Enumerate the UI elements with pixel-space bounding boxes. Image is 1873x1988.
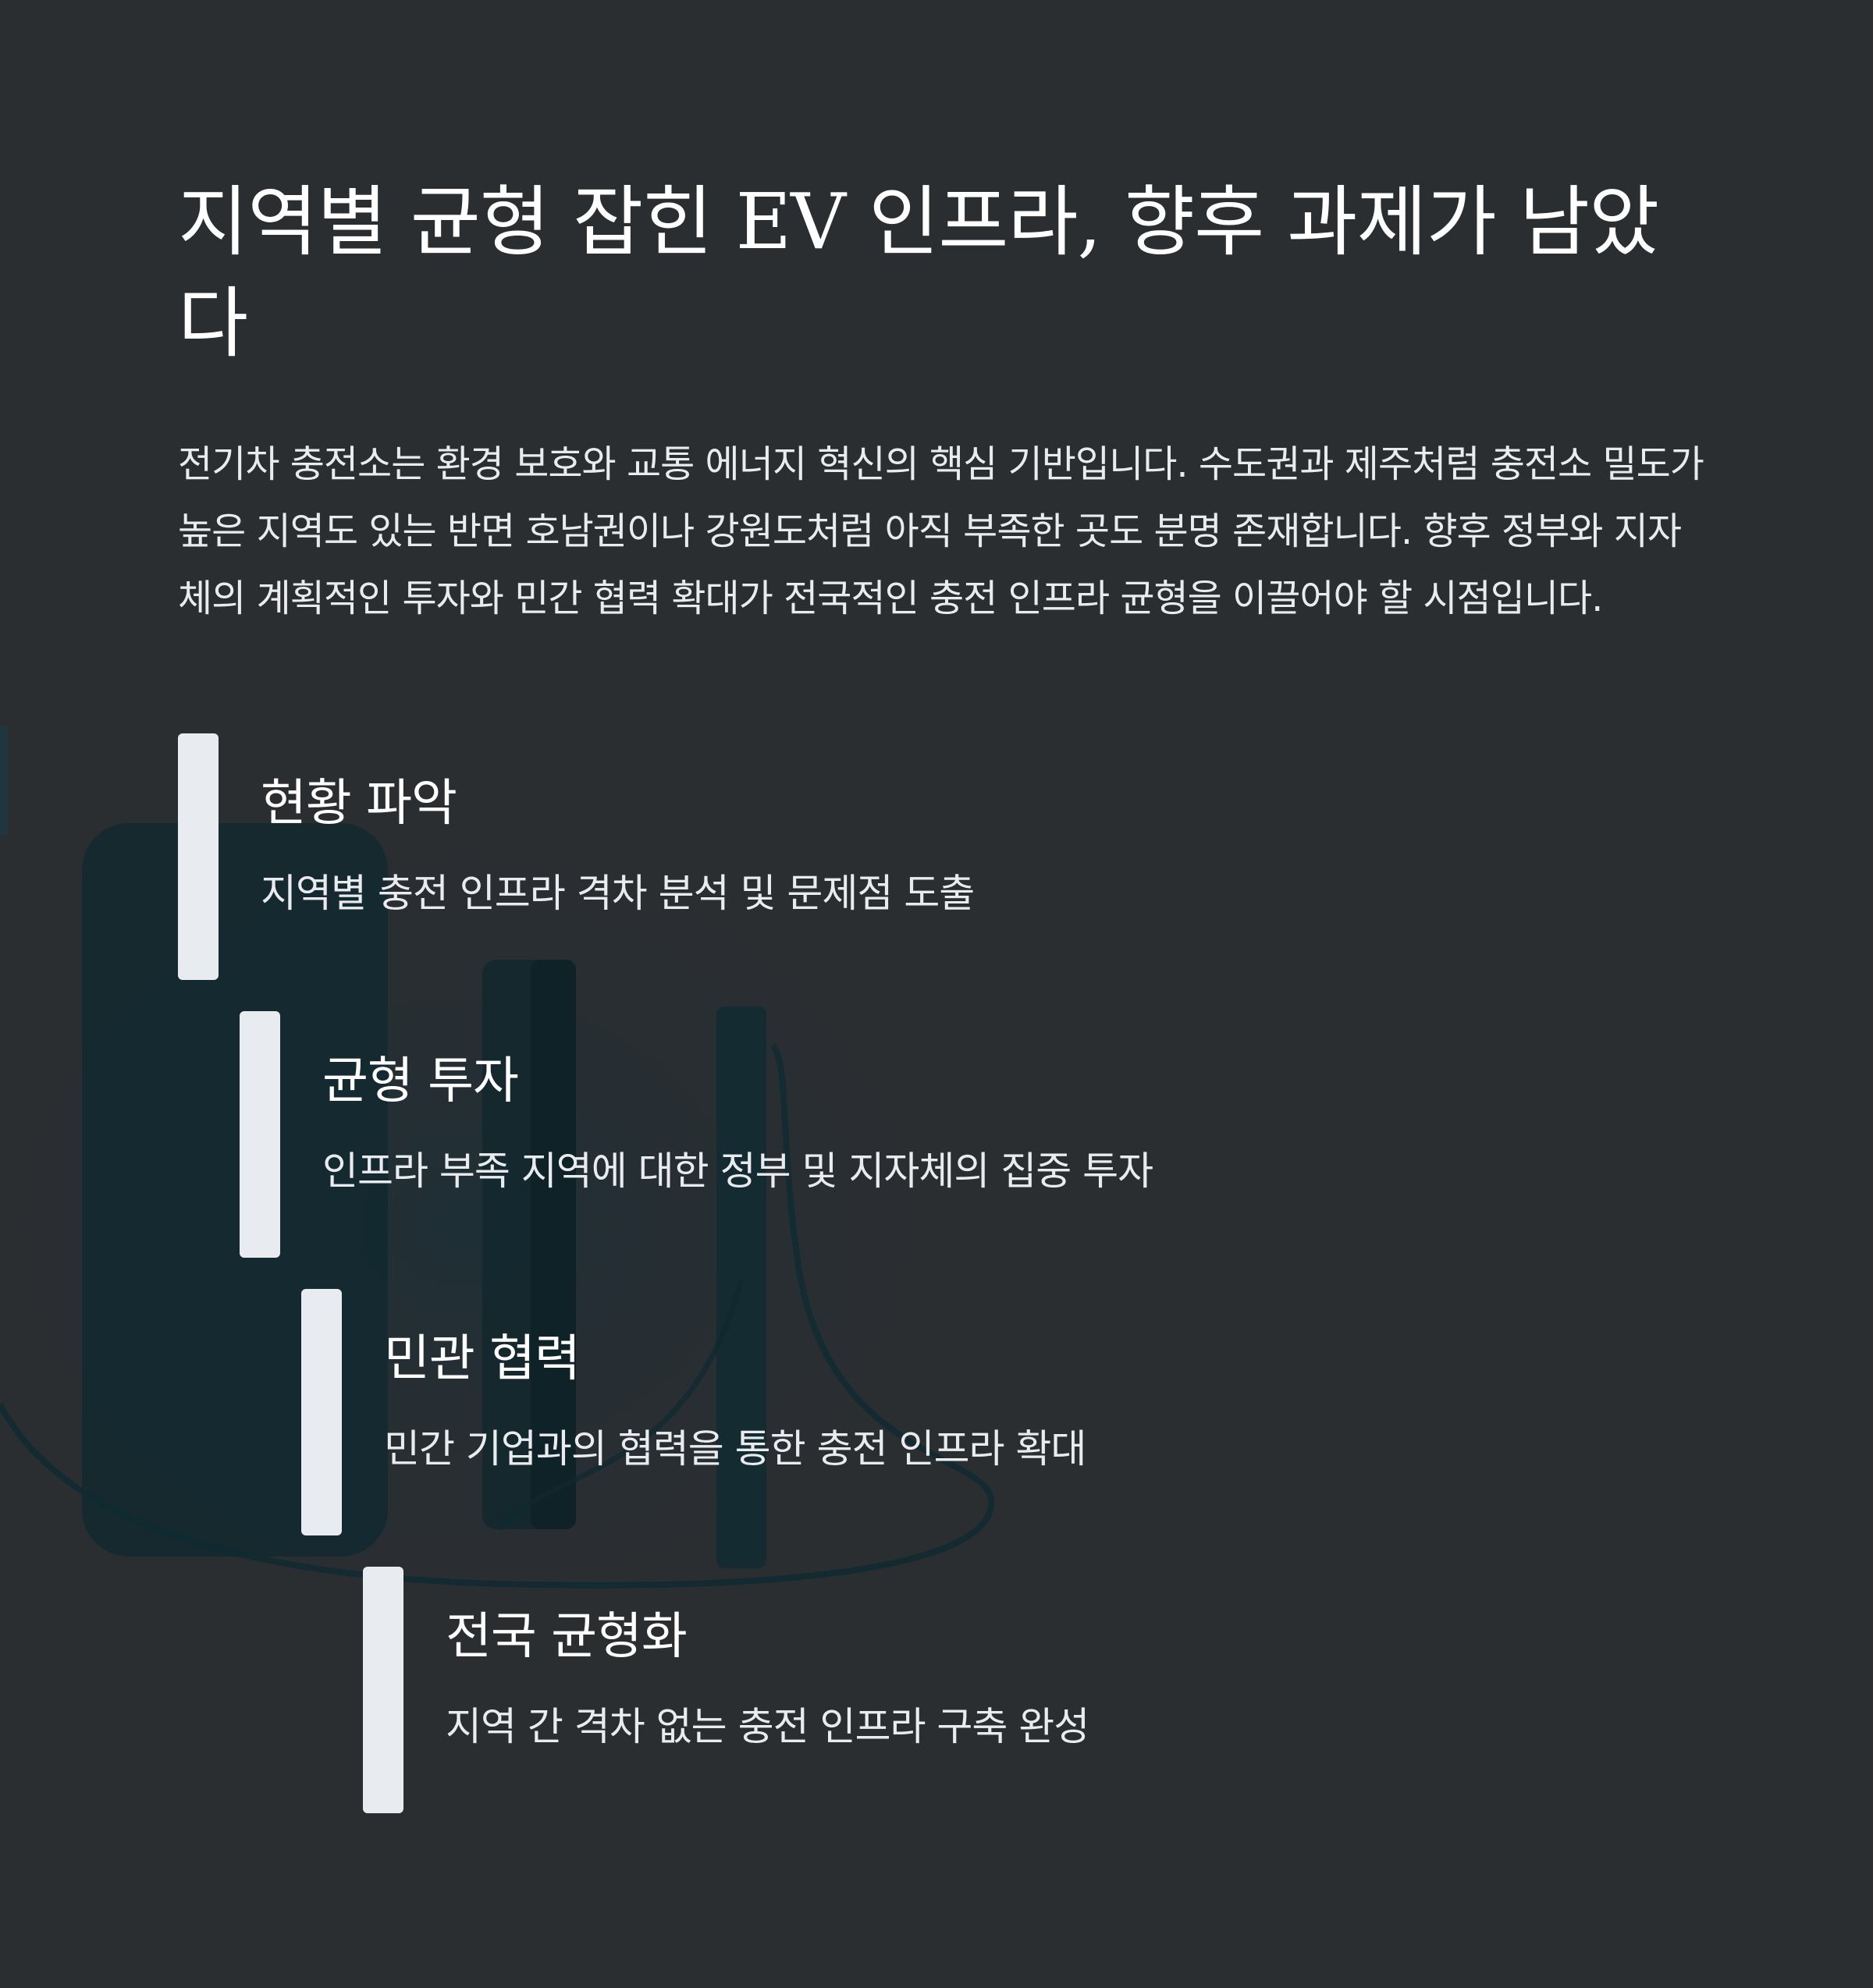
step-title: 현황 파악: [261, 775, 457, 832]
step-marker-bar: [240, 1011, 280, 1258]
step-marker-bar: [301, 1289, 342, 1535]
roadmap-step-3: 민관 협력 민간 기업과의 협력을 통한 충전 인프라 확대: [301, 1289, 1472, 1535]
page-title: 지역별 균형 잡힌 EV 인프라, 향후 과제가 남았다: [178, 178, 1659, 368]
step-marker-bar: [178, 733, 219, 980]
step-title: 전국 균형화: [446, 1608, 688, 1666]
step-description: 지역별 충전 인프라 격차 분석 및 문제점 도출: [261, 871, 975, 916]
step-marker-bar: [363, 1567, 403, 1813]
roadmap-step-1: 현황 파악 지역별 충전 인프라 격차 분석 및 문제점 도출: [178, 733, 1349, 980]
step-description: 민간 기업과의 협력을 통한 충전 인프라 확대: [384, 1426, 1086, 1471]
step-title: 민관 협력: [384, 1330, 581, 1388]
step-description: 인프라 부족 지역에 대한 정부 및 지자체의 집중 투자: [322, 1148, 1153, 1194]
roadmap-step-4: 전국 균형화 지역 간 격차 없는 충전 인프라 구축 완성: [363, 1567, 1534, 1813]
intro-paragraph: 전기차 충전소는 환경 보호와 교통 에너지 혁신의 핵심 기반입니다. 수도권…: [178, 442, 1704, 620]
step-title: 균형 투자: [322, 1053, 519, 1110]
main-content: 지역별 균형 잡힌 EV 인프라, 향후 과제가 남았다 전기차 충전소는 환경…: [178, 172, 1708, 632]
step-description: 지역 간 격차 없는 충전 인프라 구축 완성: [446, 1704, 1089, 1749]
roadmap-step-2: 균형 투자 인프라 부족 지역에 대한 정부 및 지자체의 집중 투자: [240, 1011, 1410, 1258]
